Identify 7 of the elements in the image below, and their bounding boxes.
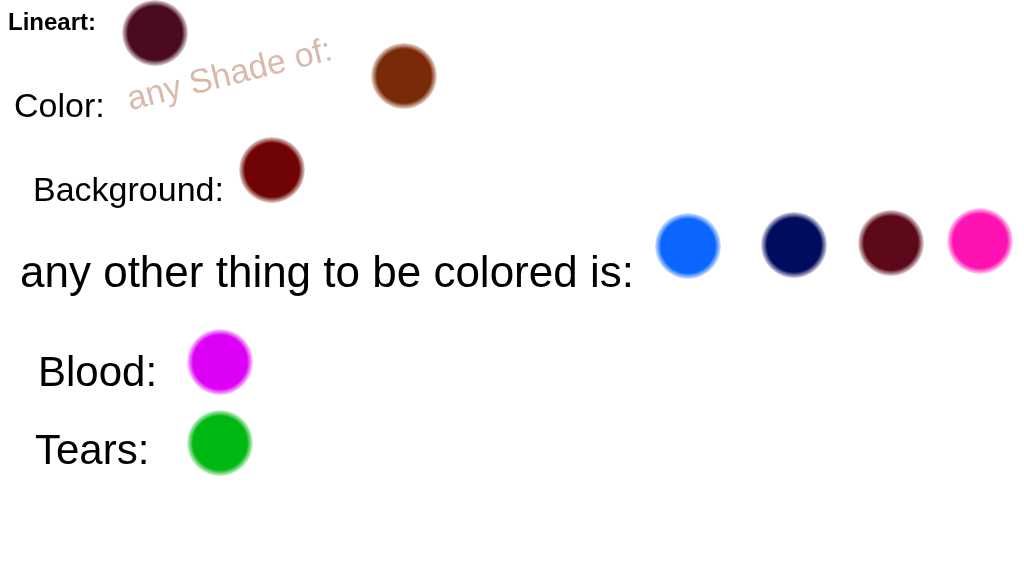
legend-label: Tears: [35,426,150,474]
legend-label: Lineart: [8,8,96,36]
legend-label: any other thing to be colored is: [20,247,634,297]
legend-label: Background: [33,171,224,209]
legend-label: Color: [14,87,105,125]
note-text: any Shade of: [122,30,336,118]
legend-label: Blood: [38,348,158,396]
